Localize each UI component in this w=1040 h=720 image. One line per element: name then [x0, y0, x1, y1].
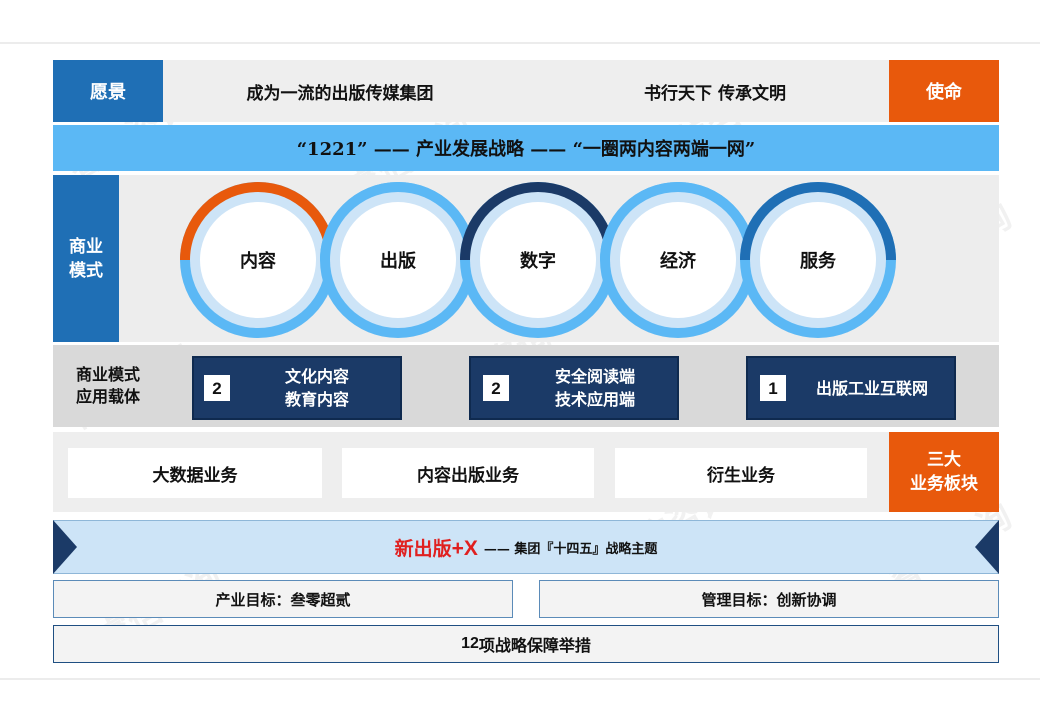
business-segments-label: 三大 业务板块 — [889, 432, 999, 512]
measures-count: 12 — [461, 635, 479, 652]
theme-banner: 新出版+X —— 集团『十四五』战略主题 — [53, 520, 999, 574]
model-circle-label: 内容 — [240, 250, 276, 272]
theme-plus-x: +X — [451, 536, 478, 560]
carrier-box-network: 1 出版工业互联网 — [746, 356, 956, 420]
ring-core — [760, 202, 876, 318]
model-circle-2: 出版 — [320, 182, 476, 338]
industry-goal: 产业目标：叁零超贰 — [53, 580, 513, 618]
model-circle-label: 出版 — [380, 250, 416, 272]
carrier-num-chip: 2 — [204, 375, 230, 401]
mission-text: 书行天下 传承文明 — [644, 83, 786, 104]
ring-core — [340, 202, 456, 318]
business-item-content-publishing: 内容出版业务 — [342, 448, 594, 498]
model-circle-3: 数字 — [460, 182, 616, 338]
carrier-box-content: 2 文化内容 教育内容 — [192, 356, 402, 420]
theme-left-arrow-icon — [53, 520, 77, 574]
carrier-text: 出版工业互联网 — [792, 358, 952, 418]
carrier-text: 安全阅读端 技术应用端 — [515, 358, 675, 418]
business-segments-label-line2: 业务板块 — [910, 474, 978, 494]
model-circle-5: 服务 — [740, 182, 896, 338]
strategy-banner: “1221” —— 产业发展战略 —— “一圈两内容两端一网” — [53, 125, 999, 171]
business-item-derivative: 衍生业务 — [615, 448, 867, 498]
business-model-circles: 内容 出版 数字 经济 服务 — [180, 182, 896, 338]
theme-main: 新出版+X — [395, 534, 478, 561]
theme-right-arrow-icon — [975, 520, 999, 574]
mission-label: 使命 — [889, 60, 999, 122]
carrier-label-line1: 商业模式 — [75, 365, 140, 384]
carrier-box-terminal: 2 安全阅读端 技术应用端 — [469, 356, 679, 420]
carrier-text: 文化内容 教育内容 — [236, 358, 398, 418]
measures-text: 项战略保障举措 — [478, 636, 591, 655]
business-model-label-line1: 商业 — [69, 236, 103, 257]
ring-core — [200, 202, 316, 318]
model-circle-4: 经济 — [600, 182, 756, 338]
carrier-line2: 技术应用端 — [554, 390, 635, 409]
carrier-num-chip: 1 — [760, 375, 786, 401]
vision-text: 成为一流的出版传媒集团 — [246, 83, 434, 104]
carrier-num-chip: 2 — [483, 375, 509, 401]
vision-label: 愿景 — [53, 60, 163, 122]
theme-subtitle: —— 集团『十四五』战略主题 — [483, 541, 658, 557]
business-model-label: 商业 模式 — [53, 175, 119, 342]
model-circle-label: 服务 — [800, 250, 837, 272]
carrier-line1: 文化内容 — [284, 367, 349, 386]
carrier-label-line2: 应用载体 — [75, 387, 140, 406]
carrier-label: 商业模式 应用载体 — [53, 345, 163, 427]
ring-core — [620, 202, 736, 318]
business-item-big-data: 大数据业务 — [68, 448, 322, 498]
theme-main-text: 新出版 — [394, 537, 452, 560]
business-model-label-line2: 模式 — [69, 260, 103, 281]
model-circle-1: 内容 — [180, 182, 336, 338]
business-segments-label-line1: 三大 — [927, 450, 961, 470]
model-circle-label: 数字 — [520, 250, 556, 272]
management-goal: 管理目标：创新协调 — [539, 580, 999, 618]
vision-mission-band — [53, 60, 999, 122]
carrier-line2: 教育内容 — [284, 390, 349, 409]
model-circle-label: 经济 — [660, 250, 697, 272]
carrier-line1: 安全阅读端 — [554, 367, 635, 386]
carrier-line1: 出版工业互联网 — [815, 378, 928, 398]
ring-core — [480, 202, 596, 318]
